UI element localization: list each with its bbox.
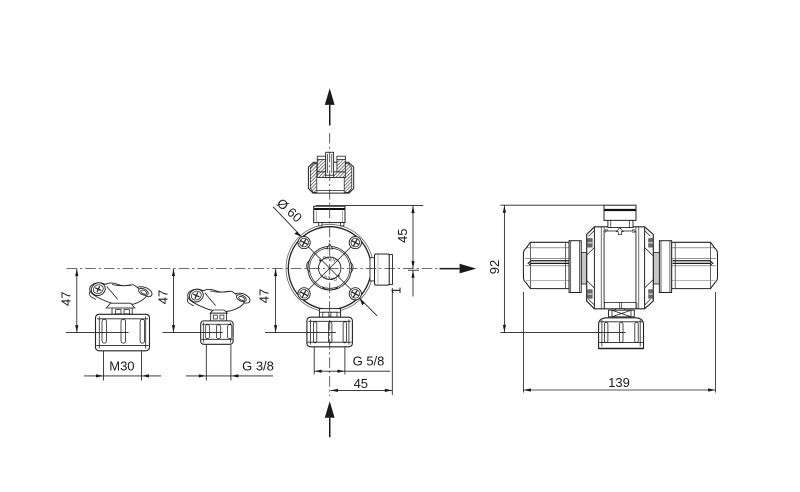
svg-text:45: 45 bbox=[354, 376, 368, 391]
svg-text:47: 47 bbox=[58, 292, 73, 306]
svg-text:P: P bbox=[605, 229, 609, 235]
svg-text:M30: M30 bbox=[109, 358, 134, 373]
svg-text:139: 139 bbox=[608, 375, 630, 390]
svg-text:45: 45 bbox=[395, 229, 410, 243]
svg-text:1: 1 bbox=[389, 287, 404, 294]
svg-text:47: 47 bbox=[257, 289, 272, 303]
svg-text:G 3/8: G 3/8 bbox=[242, 358, 274, 373]
svg-text:S: S bbox=[632, 229, 636, 235]
svg-text:G 5/8: G 5/8 bbox=[353, 354, 385, 369]
svg-text:OPEN: OPEN bbox=[323, 274, 337, 282]
svg-text:47: 47 bbox=[156, 290, 171, 304]
svg-text:92: 92 bbox=[487, 260, 502, 274]
